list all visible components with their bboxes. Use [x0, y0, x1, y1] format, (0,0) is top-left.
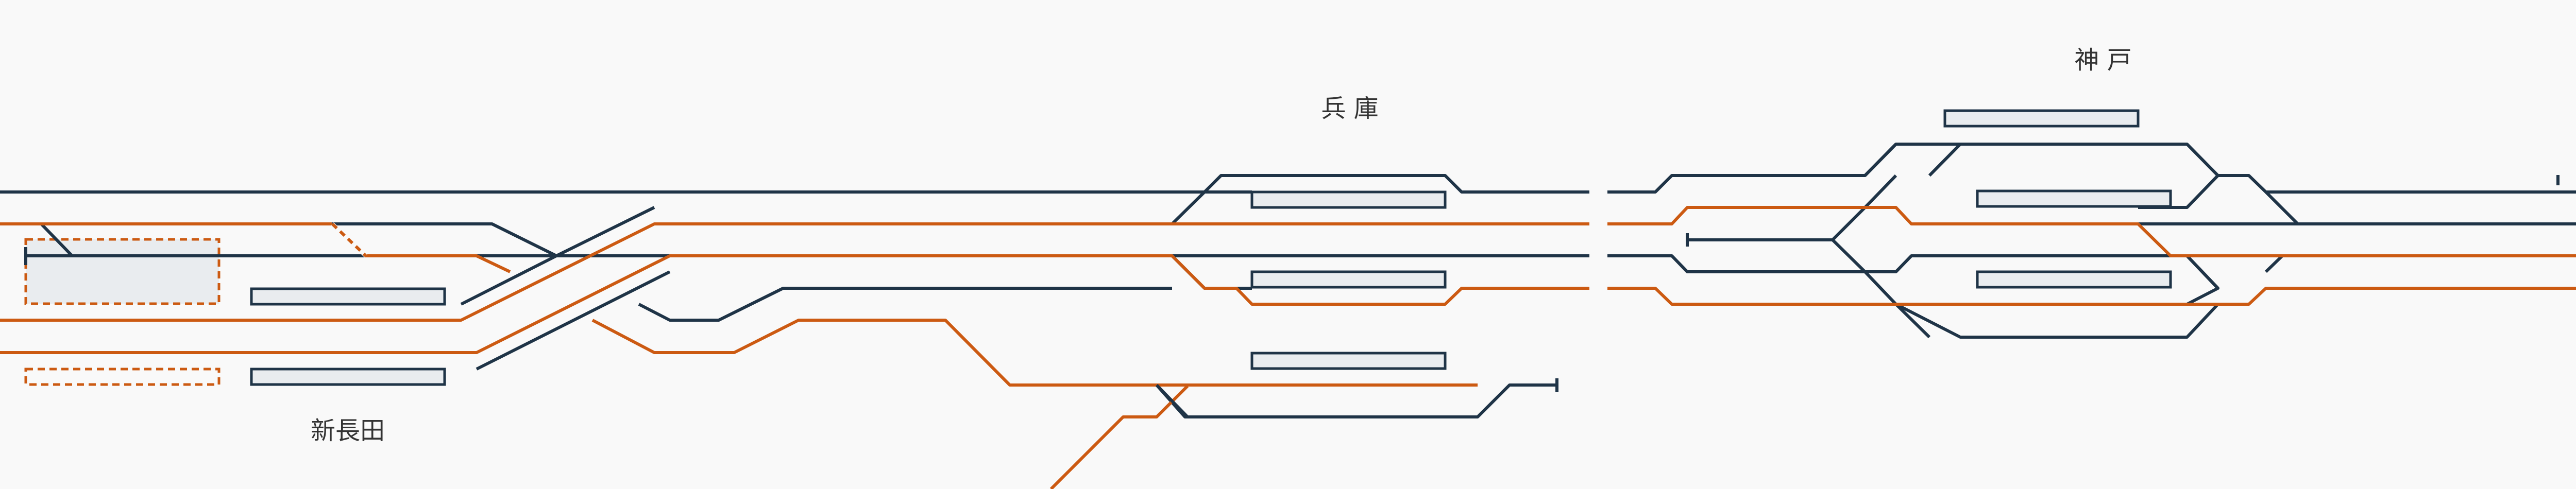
track-dark-branch-4	[638, 287, 1172, 322]
track-dark-lower-siding	[1155, 383, 1558, 418]
track-dark-kobe-sw-6	[1831, 238, 1867, 273]
track-dark-kobe-sw-4	[2138, 174, 2219, 209]
track-dark-kobe-bottom	[1863, 270, 2219, 339]
track-orange-kobe-2	[1607, 287, 2576, 306]
track-dark-branch-2	[460, 254, 557, 306]
siding-area	[24, 368, 221, 386]
track-orange-main-3	[0, 254, 1589, 354]
track-dark-kobe-top	[1607, 143, 2576, 194]
track-dark-kobe-sw-3	[1863, 174, 1897, 209]
track-orange-branch-2	[591, 319, 1478, 387]
platforms	[250, 109, 2172, 386]
orange-tracks	[0, 206, 2576, 489]
track-dark-kobe-sw-1	[1863, 143, 1897, 177]
track-dark-branch-1	[332, 206, 655, 257]
platform-kobe-3	[1976, 270, 2172, 289]
track-dark-hyogo-crossover-a	[1171, 190, 1206, 225]
track-orange-kobe-1	[1607, 206, 2576, 257]
depot-area	[24, 238, 221, 305]
track-orange-dashed-link	[331, 222, 367, 257]
track-dark-kobe-sw-5	[2264, 190, 2576, 225]
track-dark-kobe-siding	[1687, 206, 1867, 241]
platform-hyogo-1	[1250, 190, 1447, 209]
station-label-kobe: 神 戸	[2074, 46, 2131, 75]
platform-shin-nagata-2	[250, 368, 446, 386]
track-dark-x-link	[1155, 383, 1189, 418]
station-label-hyogo: 兵 庫	[1321, 94, 1378, 123]
track-dark-kobe-sw-8	[2185, 254, 2219, 306]
track-orange-main-2	[0, 222, 1589, 322]
track-dark-kobe-sw-7	[1894, 303, 1931, 339]
track-dark-kobe-sw-2	[1928, 143, 1962, 177]
track-orange-south	[1049, 385, 1189, 489]
track-dark-kobe-sw-9	[2264, 254, 2284, 273]
track-dark-kobe-line-3	[1607, 254, 2219, 290]
platform-kobe-1	[1943, 109, 2140, 128]
platform-hyogo-2	[1250, 270, 1447, 289]
platform-shin-nagata-1	[250, 287, 446, 306]
platform-kobe-2	[1976, 189, 2172, 208]
station-label-shin-nagata: 新長田	[311, 416, 385, 445]
track-dark-hyogo-crossover-b	[1171, 254, 1252, 290]
track-dark-hyogo-top	[1203, 174, 1589, 194]
track-dark-branch-3	[476, 270, 671, 371]
platform-hyogo-3	[1250, 352, 1447, 370]
track-dark-depot-link	[40, 222, 74, 257]
